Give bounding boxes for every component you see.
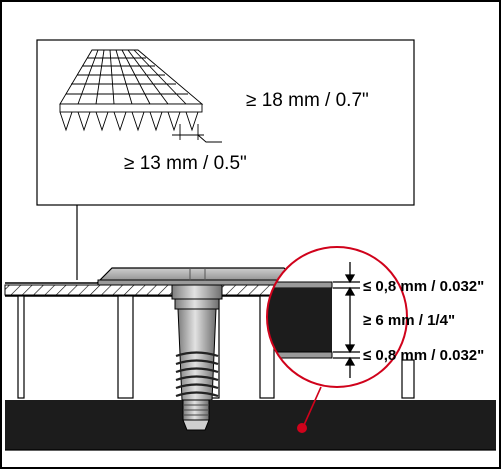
fastener-head xyxy=(96,267,300,286)
mesh-spacing-label: ≥ 13 mm / 0.5" xyxy=(124,153,247,174)
magnifier: ≤ 0,8 mm / 0.032" ≥ 6 mm / 1/4" ≤ 0,8 mm… xyxy=(266,246,484,388)
fastener-tip xyxy=(182,399,210,431)
magnifier-pointer xyxy=(303,386,322,426)
mesh-spacing-dimension xyxy=(172,124,222,143)
thickness-dimensions xyxy=(333,262,360,378)
gap-section xyxy=(267,288,332,352)
beam-gap xyxy=(5,450,496,464)
support-beam xyxy=(5,400,496,450)
grating-mesh xyxy=(59,49,204,132)
lower-plate-section xyxy=(267,351,333,359)
gap-label: ≥ 6 mm / 1/4" xyxy=(363,312,455,329)
mesh-width-label: ≥ 18 mm / 0.7" xyxy=(246,90,369,111)
magnifier-ring xyxy=(266,246,408,388)
fastener-spring xyxy=(175,351,219,398)
upper-plate-label: ≤ 0,8 mm / 0.032" xyxy=(363,278,484,295)
magnifier-pointer-dot xyxy=(297,423,307,433)
lower-plate-label: ≤ 0,8 mm / 0.032" xyxy=(363,347,484,364)
inset-panel: ≥ 18 mm / 0.7" ≥ 13 mm / 0.5" xyxy=(36,39,415,280)
